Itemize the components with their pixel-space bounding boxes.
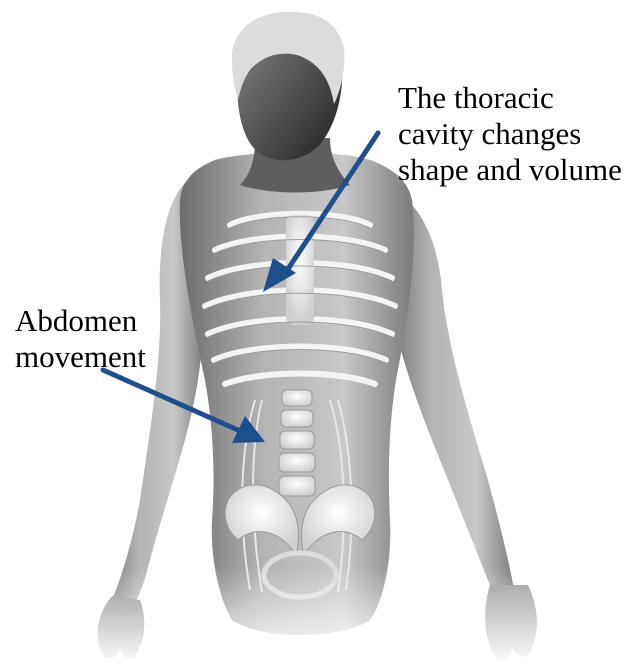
thoracic-label-line-3: shape and volume	[398, 152, 622, 188]
thoracic-label-line-2: cavity changes	[398, 116, 622, 152]
thoracic-label-line-1: The thoracic	[398, 80, 622, 116]
abdomen-movement-label: Abdomen movement	[15, 303, 146, 375]
thoracic-cavity-label: The thoracic cavity changes shape and vo…	[398, 80, 622, 188]
abdomen-label-line-2: movement	[15, 339, 146, 375]
abdomen-label-line-1: Abdomen	[15, 303, 146, 339]
